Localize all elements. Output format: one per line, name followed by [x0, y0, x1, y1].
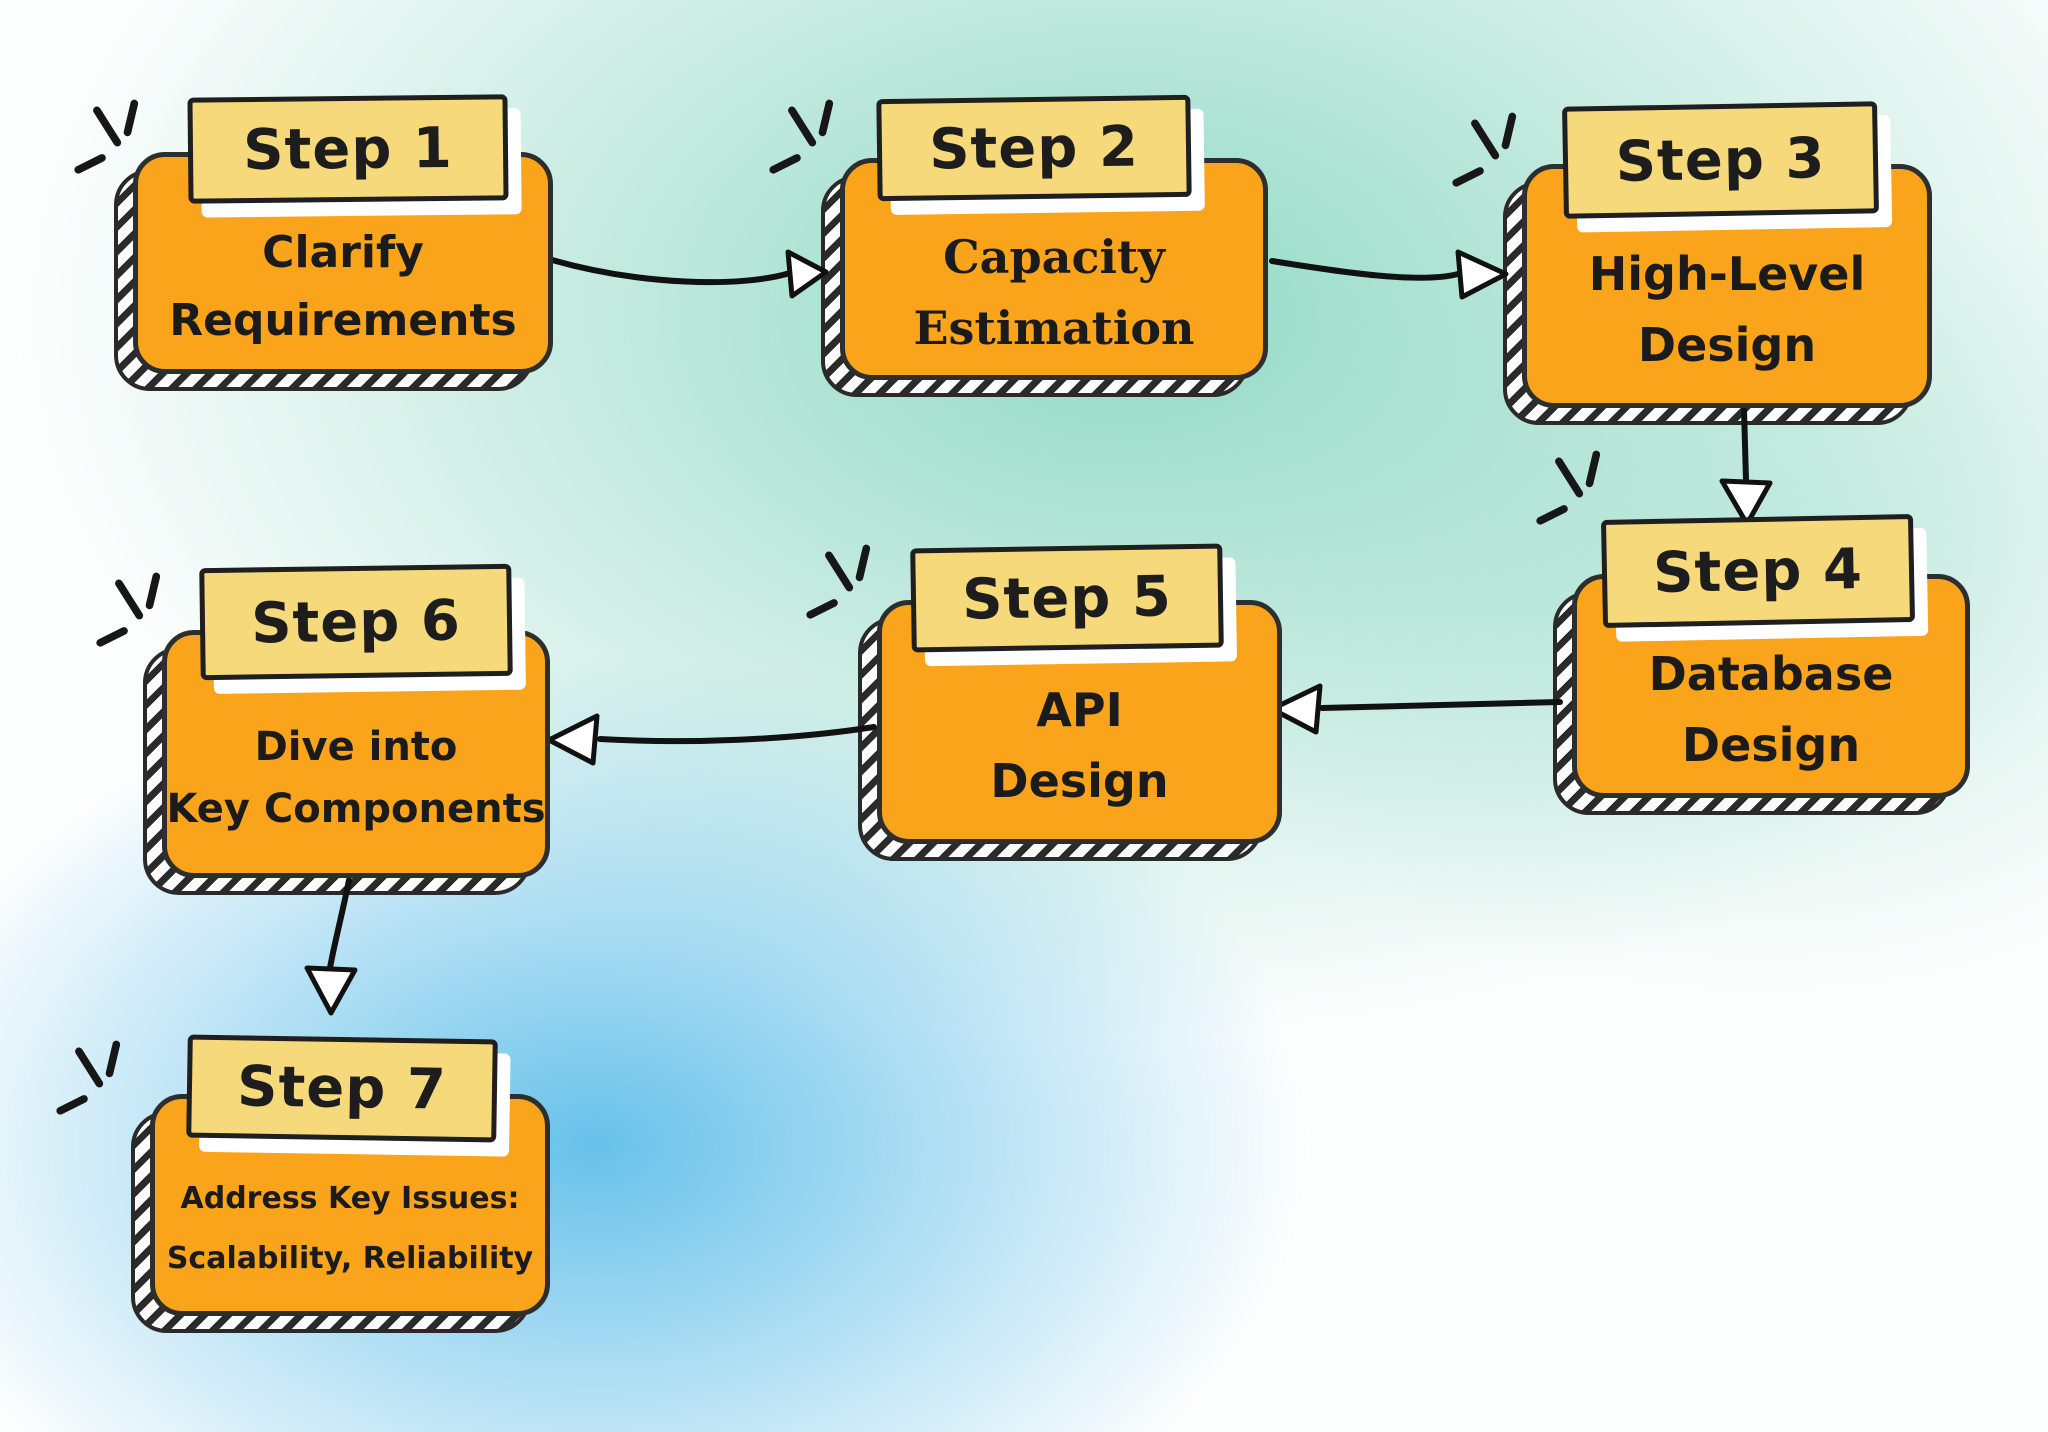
- step-5-text-line: Design: [990, 754, 1169, 808]
- step-4-text-line: Design: [1681, 718, 1861, 772]
- step-5-text-line: API: [1036, 682, 1123, 737]
- arrow-step1-step2: [549, 249, 829, 299]
- step-6-banner: Step 6: [199, 563, 513, 681]
- step-5-node: API Design Step 5: [877, 543, 1282, 844]
- step-3-node: High-Level Design Step 3: [1522, 101, 1932, 408]
- step-6-node: Dive into Key Components Step 6: [162, 563, 550, 878]
- sparkle-icon: [1452, 112, 1517, 187]
- step-4-text-line: Database: [1648, 646, 1894, 701]
- step-3-text-line: Design: [1637, 318, 1817, 372]
- step-2-banner: Step 2: [876, 94, 1192, 202]
- step-7-node: Address Key Issues: Scalability, Reliabi…: [150, 1034, 550, 1316]
- sparkle-icon: [96, 572, 161, 647]
- step-1-text-line: Clarify: [262, 226, 424, 278]
- sparkle-icon: [1536, 450, 1601, 525]
- step-7-text-line: Address Key Issues:: [180, 1181, 520, 1216]
- step-7-text-line: Scalability, Reliability: [166, 1241, 534, 1276]
- step-5-banner: Step 5: [910, 543, 1224, 653]
- step-4-node: Database Design Step 4: [1572, 514, 1970, 798]
- step-6-text-line: Dive into: [254, 724, 458, 770]
- step-2-text-line: Estimation: [913, 301, 1195, 355]
- step-6-text-line: Key Components: [166, 786, 546, 832]
- step-3-text-line: High-Level: [1588, 246, 1866, 301]
- sparkle-icon: [769, 99, 834, 174]
- step-1-text-line: Requirements: [169, 295, 517, 346]
- sparkle-icon: [56, 1040, 121, 1115]
- step-2-text-line: Capacity: [943, 229, 1165, 284]
- step-4-banner: Step 4: [1600, 514, 1916, 628]
- sparkle-icon: [74, 99, 139, 174]
- step-3-banner: Step 3: [1562, 101, 1879, 219]
- sparkle-icon: [806, 544, 871, 619]
- arrow-step4-step5: [1269, 683, 1563, 735]
- arrow-step2-step3: [1269, 249, 1509, 300]
- step-1-node: Clarify Requirements Step 1: [133, 94, 553, 374]
- step-2-node: Capacity Estimation Step 2: [840, 94, 1268, 380]
- arrow-step3-step4: [1719, 407, 1773, 527]
- step-1-banner: Step 1: [187, 94, 509, 204]
- arrow-step5-step6: [546, 713, 877, 766]
- arrow-step6-step7: [304, 877, 358, 1016]
- step-7-banner: Step 7: [186, 1034, 498, 1143]
